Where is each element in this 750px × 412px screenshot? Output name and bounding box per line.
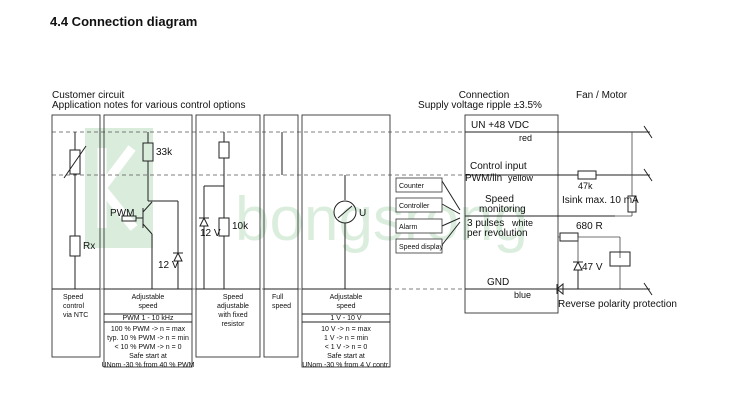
pin-pwm-lin: PWM/lin [465,173,502,184]
ntc-desc-line1: Speed [63,294,83,301]
pwm-note-4: Safe start at [129,353,167,360]
pwm-note-5: UNom -30 % from 40 % PWM [102,362,195,369]
option-alarm: Alarm [399,224,417,231]
pin-per-revolution: per revolution [467,228,528,239]
pin-speed: Speed [485,194,514,205]
isink-label: Isink max. 10 mA [562,195,639,206]
ntc-desc-line2: control [63,303,84,310]
wire-blue: blue [514,290,531,300]
rx-resistor [69,235,81,257]
reverse-protection-diode [556,282,564,296]
page-title: 4.4 Connection diagram [50,14,197,29]
fan-motor-heading: Fan / Motor [576,90,628,101]
wire-red: red [519,133,532,143]
pwm-desc-line2: speed [138,303,157,310]
voltage-source-label: U [359,208,366,219]
option-counter: Counter [399,183,425,190]
full-speed-line1: Full [272,294,284,301]
connection-box [464,114,559,314]
circuit-analog-voltage: U Adjustable speed 1 V - 10 V 10 V -> n … [301,114,391,369]
fixed-desc-line1: Speed [223,294,243,301]
resistor-47k [577,170,597,180]
analog-desc-line2: speed [336,303,355,310]
option-speed-display-box [395,238,443,254]
resistor-680r [559,232,579,242]
reverse-polarity-label: Reverse polarity protection [558,299,677,310]
zener-12v [173,251,183,289]
connection-heading: Connection [459,90,510,101]
connection-subheading: Supply voltage ripple ±3.5% [418,100,542,111]
analog-note-2: 1 V -> n = min [324,335,368,342]
resistor-10k-label: 10k [232,221,249,232]
resistor-33k-label: 33k [156,147,173,158]
zener-12v-fixed [199,216,209,289]
circuit-ntc: Rx Speed control via NTC [51,114,101,358]
option-counter-box [395,177,443,193]
analog-note-1: 10 V -> n = max [321,326,371,333]
option-controller: Controller [399,203,430,210]
circuit-pwm: 33k PWM 12 V Adjustable speed PWM 1 - 10… [102,114,195,369]
wire-yellow: yellow [508,173,534,183]
option-speed-display: Speed display [399,244,443,251]
circuit-full-speed: Full speed [263,114,299,358]
analog-note-4: Safe start at [327,353,365,360]
watermark-text: bongsrong [235,185,528,254]
zener-47v-label: 47 V [582,262,603,273]
zener-12v-label: 12 V [158,260,179,271]
fixed-desc-line4: resistor [222,321,246,328]
option-alarm-box [395,218,443,234]
pwm-note-1: 100 % PWM -> n = max [111,326,186,333]
pwm-frequency: PWM 1 - 10 kHz [123,315,174,322]
pin-un: UN +48 VDC [471,120,529,131]
fixed-desc-line3: with fixed [217,312,247,319]
zener-12v-fixed-label: 12 V [200,228,221,239]
rx-label: Rx [83,241,95,252]
fixed-desc-line2: adjustable [217,303,249,310]
monitoring-options: Counter Controller Alarm Speed display [395,177,461,254]
pin-pulses: 3 pulses [467,218,504,229]
option-controller-box [395,197,443,213]
full-speed-line2: speed [272,303,291,310]
open-collector-transistor [609,251,631,267]
pwm-desc-line1: Adjustable [132,294,165,301]
pin-gnd: GND [487,277,509,288]
analog-range: 1 V - 10 V [330,315,361,322]
pwm-label: PWM [110,208,134,219]
resistor-680r-label: 680 R [576,221,603,232]
ntc-desc-line3: via NTC [63,312,88,319]
customer-circuit-subheading: Application notes for various control op… [52,100,245,111]
circuit-fixed-resistor: 12 V 10k Speed adjustable with fixed res… [195,114,261,358]
wire-white: white [511,218,533,228]
analog-note-3: < 1 V -> n = 0 [325,344,368,351]
upper-resistor [218,141,230,159]
analog-desc-line1: Adjustable [330,294,363,301]
analog-note-5: UNom -30 % from 4 V contr. [302,362,390,369]
pwm-note-2: typ. 10 % PWM -> n = min [107,335,189,342]
pwm-note-3: < 10 % PWM -> n = 0 [114,344,181,351]
resistor-47k-label: 47k [578,181,593,191]
pin-control-input: Control input [470,161,527,172]
customer-circuit-heading: Customer circuit [52,90,124,101]
pin-monitoring: monitoring [479,204,526,215]
watermark-logo [85,128,153,248]
